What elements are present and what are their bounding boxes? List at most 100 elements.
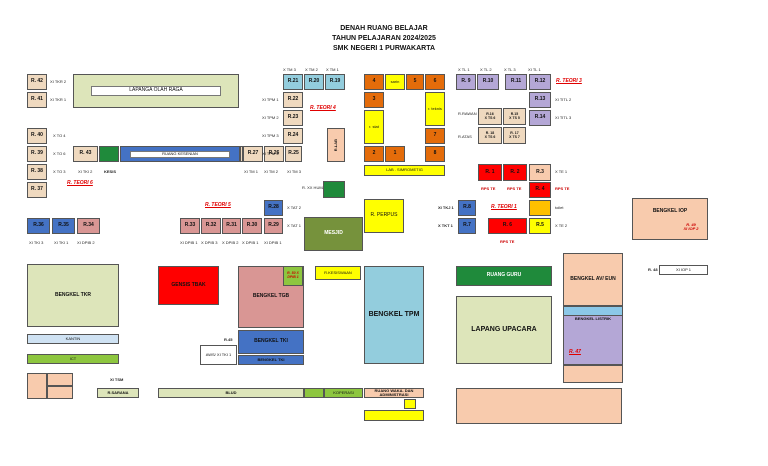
room-o7[interactable]: 7 xyxy=(425,128,445,144)
room-o5[interactable]: 5 xyxy=(406,74,424,90)
room-r4[interactable]: R. 4 xyxy=(529,182,551,198)
ruang-waka-administrasi[interactable] xyxy=(456,388,622,424)
lapangan-olahraga[interactable]: LAPANGA OLAH RAGA xyxy=(73,74,239,108)
kantin[interactable]: KANTIN xyxy=(27,334,119,344)
room-o3[interactable]: 3 xyxy=(364,92,384,108)
room-stat[interactable]: r. stat xyxy=(364,110,384,144)
lapangan-olahraga-label: LAPANGA OLAH RAGA xyxy=(91,86,221,96)
room-r12[interactable]: R.12 xyxy=(529,74,551,90)
r-kasek[interactable] xyxy=(563,365,623,383)
room-r9[interactable]: R. 9 xyxy=(456,74,476,90)
room-r50[interactable]: R. 50 X DPIB 1 xyxy=(283,266,303,286)
room-r29[interactable]: R.29 xyxy=(264,218,283,234)
room-r32[interactable]: R.32 xyxy=(201,218,221,234)
room-r38[interactable]: R. 38 xyxy=(27,164,47,180)
room-r3[interactable]: R.3 xyxy=(529,164,551,181)
bengkel-tkr[interactable]: BENGKEL TKR xyxy=(27,264,119,327)
ruang-kesiswaan[interactable]: R.KESISWAAN xyxy=(315,266,361,280)
room-humas[interactable] xyxy=(323,181,345,198)
room-r30[interactable]: R.30 xyxy=(242,218,262,234)
room-r14[interactable]: R.14 xyxy=(529,110,551,126)
room-r36[interactable]: R.36 xyxy=(27,218,50,234)
blud-1[interactable]: BLUD xyxy=(158,388,304,398)
room-r22[interactable]: R.22 xyxy=(283,92,303,108)
gensis-tbak[interactable]: GENSIS TBAK xyxy=(158,266,219,305)
room-rlab-label: R.LAB xyxy=(332,138,338,152)
r-sarana[interactable]: KOPERASI xyxy=(324,388,363,398)
bkk[interactable] xyxy=(404,399,416,409)
label-x-to-3: X TO 3 xyxy=(53,169,66,174)
room-rlab[interactable]: R.LAB xyxy=(327,128,345,162)
label-x-te-2: X TE 2 xyxy=(555,223,568,228)
room-aws[interactable]: AWS/ XI TKI 1 xyxy=(200,345,237,365)
room-teknis[interactable]: r. teknis xyxy=(425,92,445,126)
room-o6[interactable]: 6 xyxy=(425,74,445,90)
room-o4[interactable]: 4 xyxy=(364,74,384,90)
room-r47[interactable]: R. 47 xyxy=(569,349,581,355)
koperasi[interactable] xyxy=(364,410,424,421)
label-teori-5: R. TEORI 5 xyxy=(205,202,231,208)
room-sarin[interactable]: sarin xyxy=(385,74,405,90)
room-toilet[interactable] xyxy=(529,200,551,216)
mes-3[interactable] xyxy=(47,386,73,399)
room-r40[interactable]: R. 40 xyxy=(27,128,47,144)
room-o1[interactable]: 1 xyxy=(385,146,405,162)
room-r21[interactable]: R.21 xyxy=(283,74,303,90)
room-r16[interactable]: R.16 X TS 6 xyxy=(478,108,502,125)
ict[interactable]: ICT xyxy=(27,354,119,364)
ruang-guru[interactable]: RUANG GURU xyxy=(456,266,552,286)
room-green-box[interactable] xyxy=(99,146,119,162)
bengkel-tpm[interactable]: BENGKEL TPM xyxy=(364,266,424,364)
label-rps-te-1: RPS TE xyxy=(481,186,496,191)
label-teori-6: R. TEORI 6 xyxy=(67,180,93,186)
room-r24[interactable]: R.24 xyxy=(283,128,303,144)
mes-2[interactable] xyxy=(47,373,73,386)
room-r35[interactable]: R.35 xyxy=(52,218,75,234)
room-o8[interactable]: 8 xyxy=(425,146,445,162)
room-r11[interactable]: R.11 xyxy=(505,74,527,90)
room-r13[interactable]: R.13 xyxy=(529,92,551,108)
bengkel-listrik[interactable]: BENGKEL LISTRIK xyxy=(563,315,623,365)
room-r49[interactable]: R. 49 XI IOP 2 xyxy=(676,217,706,237)
room-r23[interactable]: R.23 xyxy=(283,110,303,126)
room-r1[interactable]: R. 1 xyxy=(478,164,502,181)
room-r41[interactable]: R. 41 xyxy=(27,92,47,108)
label-x-tl-3: X TL 3 xyxy=(504,67,516,72)
room-r28[interactable]: R.28 xyxy=(264,200,283,216)
room-r48[interactable]: XI IOP 1 xyxy=(659,265,708,275)
room-r7[interactable]: R.7 xyxy=(458,218,476,234)
room-r43[interactable]: R. 43 xyxy=(73,146,98,162)
room-r26[interactable]: R.26 xyxy=(264,146,284,162)
room-r33[interactable]: R.33 xyxy=(180,218,200,234)
room-r18[interactable]: R. 18 X TS 6 xyxy=(478,127,502,144)
mesjid[interactable]: MESJID xyxy=(304,217,363,251)
blud-2[interactable]: RUANG WAKA. DAN ADMINISTRASI xyxy=(364,388,424,398)
room-r17[interactable]: R. 17 X TS 7 xyxy=(503,127,526,144)
room-r31[interactable]: R.31 xyxy=(222,218,241,234)
room-r25[interactable]: R.25 xyxy=(285,146,302,162)
room-r39[interactable]: R. 39 xyxy=(27,146,47,162)
bengkel-av-eun[interactable]: BENGKEL AV/ EUN xyxy=(563,253,623,306)
room-r6[interactable]: R. 6 xyxy=(488,218,527,234)
room-r42[interactable]: R. 42 xyxy=(27,74,47,90)
room-r19[interactable]: R.19 xyxy=(325,74,345,90)
room-r2[interactable]: R. 2 xyxy=(503,164,527,181)
kesenian-strip xyxy=(240,146,243,162)
room-r37[interactable]: R. 37 xyxy=(27,182,47,198)
bengkel-tki-2[interactable]: BENGKEL TKI xyxy=(238,355,304,365)
lab-simrometig[interactable]: LAB . SIMROMETIG xyxy=(364,165,445,176)
room-r20[interactable]: R.20 xyxy=(304,74,324,90)
room-r8[interactable]: R.8 xyxy=(458,200,476,216)
bengkel-tki[interactable]: BENGKEL TKI xyxy=(238,330,304,354)
room-r15[interactable]: R.15 X TS 5 xyxy=(503,108,526,125)
lapang-upacara[interactable]: LAPANG UPACARA xyxy=(456,296,552,364)
mes-1[interactable] xyxy=(27,373,47,399)
room-o2[interactable]: 2 xyxy=(364,146,384,162)
room-r5[interactable]: R.5 xyxy=(529,218,551,234)
room-r10[interactable]: R.10 xyxy=(477,74,499,90)
room-r34[interactable]: R.34 xyxy=(77,218,100,234)
r-hindi[interactable]: R.SARANA xyxy=(97,388,139,398)
ruang-kesenian[interactable]: RUANG KESENIAN xyxy=(120,146,240,162)
ruang-perpus[interactable]: R. PERPUS xyxy=(364,199,404,233)
room-r27[interactable]: R.27 xyxy=(243,146,263,162)
